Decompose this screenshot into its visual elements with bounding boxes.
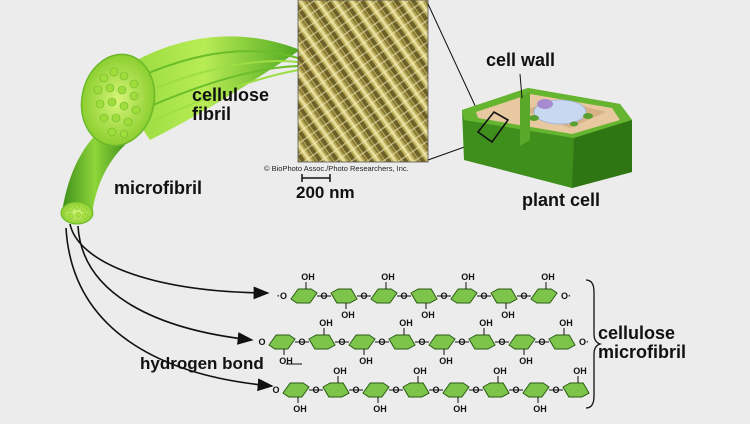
bridge-oxygen: O <box>458 337 465 347</box>
cellulose-microfibril-label-line1: cellulose <box>598 323 676 343</box>
bridge-oxygen: O <box>480 291 487 301</box>
bridge-oxygen: O <box>378 337 385 347</box>
copyright-notice: © BioPhoto Assoc./Photo Researchers, Inc… <box>264 164 409 173</box>
hydrogen-bond-label: hydrogen bond <box>140 354 264 373</box>
bridge-oxygen: O <box>400 291 407 301</box>
hydroxyl-label: OH <box>293 404 307 414</box>
hydroxyl-label: OH <box>381 272 395 282</box>
cellulose-fibril-label-line2: fibril <box>192 104 231 124</box>
hydroxyl-label: OH <box>333 366 347 376</box>
glucose-ring <box>308 334 336 350</box>
cell-wall-label: cell wall <box>486 50 556 70</box>
glucose-ring <box>348 334 376 350</box>
bridge-oxygen: O <box>320 291 327 301</box>
microfibril-arrows <box>65 223 274 392</box>
cellulose-microfibril-label-line2: microfibril <box>598 342 687 362</box>
glucose-ring <box>450 288 478 304</box>
hydroxyl-label: OH <box>439 356 453 366</box>
hydroxyl-label: OH <box>359 356 373 366</box>
hydroxyl-label: OH <box>559 318 573 328</box>
glucose-ring <box>330 288 358 304</box>
glucose-ring <box>290 288 318 304</box>
bridge-oxygen: O <box>352 385 359 395</box>
glucose-ring <box>402 382 430 398</box>
hydroxyl-label: OH <box>453 404 467 414</box>
glucose-ring <box>562 382 590 398</box>
bridge-oxygen: O <box>498 337 505 347</box>
glucose-ring <box>522 382 550 398</box>
plant-cell-illustration <box>462 88 632 188</box>
glucose-ring <box>388 334 416 350</box>
cellulose-fibril-illustration <box>60 36 300 225</box>
hydroxyl-label: OH <box>301 272 315 282</box>
chain-end-oxygen: ·O <box>277 291 287 301</box>
hydroxyl-label: OH <box>479 318 493 328</box>
hydroxyl-label: OH <box>573 366 587 376</box>
chain-end-oxygen: O <box>272 385 279 395</box>
glucose-ring <box>530 288 558 304</box>
hydroxyl-label: OH <box>279 356 293 366</box>
bridge-oxygen: O <box>418 337 425 347</box>
glucose-ring <box>282 382 310 398</box>
chain-end-oxygen: O· <box>561 291 571 301</box>
cellulose-microfibril-label: cellulose microfibril <box>598 324 686 362</box>
bridge-oxygen: O <box>360 291 367 301</box>
glucose-ring <box>482 382 510 398</box>
electron-micrograph <box>297 0 429 163</box>
chain-end-oxygen: O <box>258 337 265 347</box>
cellulose-chains: ·O O OH O OH O OH O OH O OH O OH OH O· O O OH O OH O OH O OH O OH… <box>258 272 590 414</box>
glucose-ring <box>490 288 518 304</box>
glucose-ring <box>508 334 536 350</box>
cellulose-fibril-label: cellulose fibril <box>192 86 269 124</box>
cellulose-fibril-label-line1: cellulose <box>192 85 270 105</box>
hydroxyl-label: OH <box>519 356 533 366</box>
hydroxyl-label: OH <box>533 404 547 414</box>
bridge-oxygen: O <box>432 385 439 395</box>
glucose-ring <box>322 382 350 398</box>
hydroxyl-label: OH <box>461 272 475 282</box>
hydroxyl-label: OH <box>373 404 387 414</box>
microfibril-brace <box>585 279 603 409</box>
microfibril-label: microfibril <box>114 178 203 198</box>
bridge-oxygen: O <box>392 385 399 395</box>
hydroxyl-label: OH <box>341 310 355 320</box>
glucose-ring <box>442 382 470 398</box>
glucose-ring <box>428 334 456 350</box>
bridge-oxygen: O <box>512 385 519 395</box>
hydroxyl-label: OH <box>493 366 507 376</box>
bridge-oxygen: O <box>440 291 447 301</box>
glucose-ring <box>468 334 496 350</box>
hydroxyl-label: OH <box>501 310 515 320</box>
scale-bar <box>301 174 331 182</box>
bridge-oxygen: O <box>338 337 345 347</box>
glucose-ring <box>410 288 438 304</box>
scale-bar-label: 200 nm <box>296 183 355 202</box>
glucose-ring <box>362 382 390 398</box>
bridge-oxygen: O <box>298 337 305 347</box>
hydroxyl-label: OH <box>319 318 333 328</box>
bridge-oxygen: O <box>552 385 559 395</box>
hydroxyl-label: OH <box>541 272 555 282</box>
glucose-ring <box>370 288 398 304</box>
bridge-oxygen: O <box>472 385 479 395</box>
hydroxyl-label: OH <box>421 310 435 320</box>
bridge-oxygen: O <box>312 385 319 395</box>
plant-cell-label: plant cell <box>522 190 601 210</box>
glucose-ring <box>268 334 296 350</box>
hydroxyl-label: OH <box>413 366 427 376</box>
bridge-oxygen: O <box>538 337 545 347</box>
hydroxyl-label: OH <box>399 318 413 328</box>
glucose-ring <box>548 334 576 350</box>
chain-end-oxygen: O· <box>579 337 589 347</box>
bridge-oxygen: O <box>520 291 527 301</box>
